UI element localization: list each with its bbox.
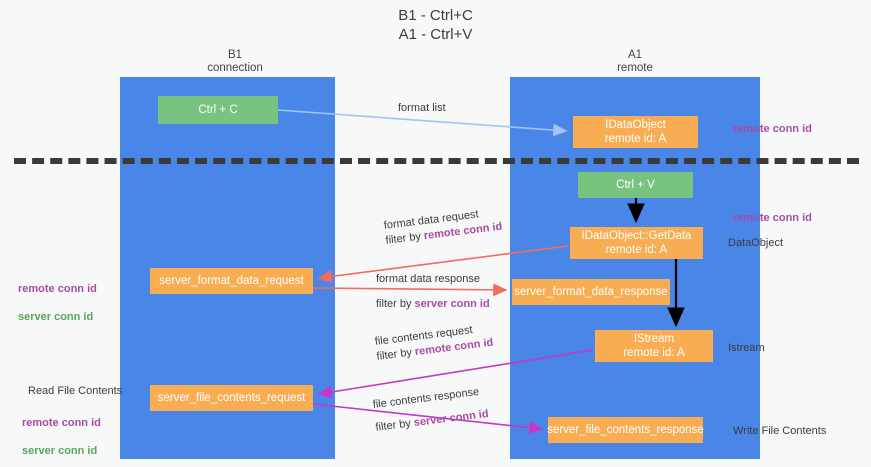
node-ctrl-c[interactable]: Ctrl + C — [158, 96, 278, 124]
fcresp-filter-key: server conn id — [413, 407, 490, 430]
edge-label-format-data-request: format data request filter by remote con… — [383, 205, 503, 249]
fdresp-filter-key: server conn id — [414, 298, 490, 310]
annotation-left-mid-server: server conn id — [18, 311, 94, 323]
fcresp-filter-prefix: filter by — [374, 417, 415, 434]
node-ctrl-v[interactable]: Ctrl + V — [578, 172, 693, 198]
annotation-left-bottom: remote conn id server conn id — [22, 402, 101, 467]
annotation-istream: Istream — [728, 342, 765, 354]
boundary-divider — [14, 158, 859, 164]
annotation-remote-conn-id-mid: remote conn id — [733, 212, 812, 224]
node-server-file-contents-request[interactable]: server_file_contents_request — [150, 385, 313, 411]
annotation-left-bot-remote: remote conn id — [22, 417, 101, 429]
fdreq-filter-prefix: filter by — [384, 230, 425, 247]
node-idataobject-getdata[interactable]: IDataObject::GetData remote id: A — [570, 227, 703, 259]
page-title: B1 - Ctrl+C A1 - Ctrl+V — [398, 7, 473, 43]
lane-header-b1: B1 connection — [207, 49, 263, 74]
node-server-format-data-request[interactable]: server_format_data_request — [150, 268, 313, 294]
annotation-left-bot-server: server conn id — [22, 445, 98, 457]
node-server-file-contents-response[interactable]: server_file_contents_response — [547, 417, 704, 443]
edge-label-file-contents-response: file contents response filter by server … — [372, 384, 490, 436]
edge-label-format-list: format list — [398, 101, 446, 116]
fdresp-filter-prefix: filter by — [376, 298, 415, 310]
fcreq-filter-prefix: filter by — [375, 346, 416, 363]
annotation-remote-conn-id-top: remote conn id — [733, 123, 812, 135]
edge-label-fdresp-line2: filter by server conn id — [376, 297, 490, 312]
node-server-format-data-response[interactable]: server_format_data_response — [512, 279, 670, 305]
annotation-read-file-contents: Read File Contents — [28, 385, 123, 397]
edge-label-file-contents-request: file contents request filter by remote c… — [374, 321, 494, 365]
node-idataobject[interactable]: IDataObject remote id: A — [573, 116, 698, 148]
node-istream[interactable]: IStream remote id: A — [595, 330, 713, 362]
edge-label-fdresp-line1: format data response — [376, 273, 480, 285]
edge-label-format-data-response: format data response filter by server co… — [376, 272, 490, 312]
lane-header-a1: A1 remote — [617, 49, 653, 74]
annotation-left-mid-remote: remote conn id — [18, 283, 97, 295]
annotation-dataobject: DataObject — [728, 237, 784, 249]
edge-label-fcresp-line2: filter by server conn id — [375, 407, 490, 436]
annotation-write-file-contents: Write File Contents — [733, 425, 827, 437]
edge-label-format-list-text: format list — [398, 102, 446, 114]
annotation-left-mid: remote conn id server conn id — [18, 268, 97, 338]
